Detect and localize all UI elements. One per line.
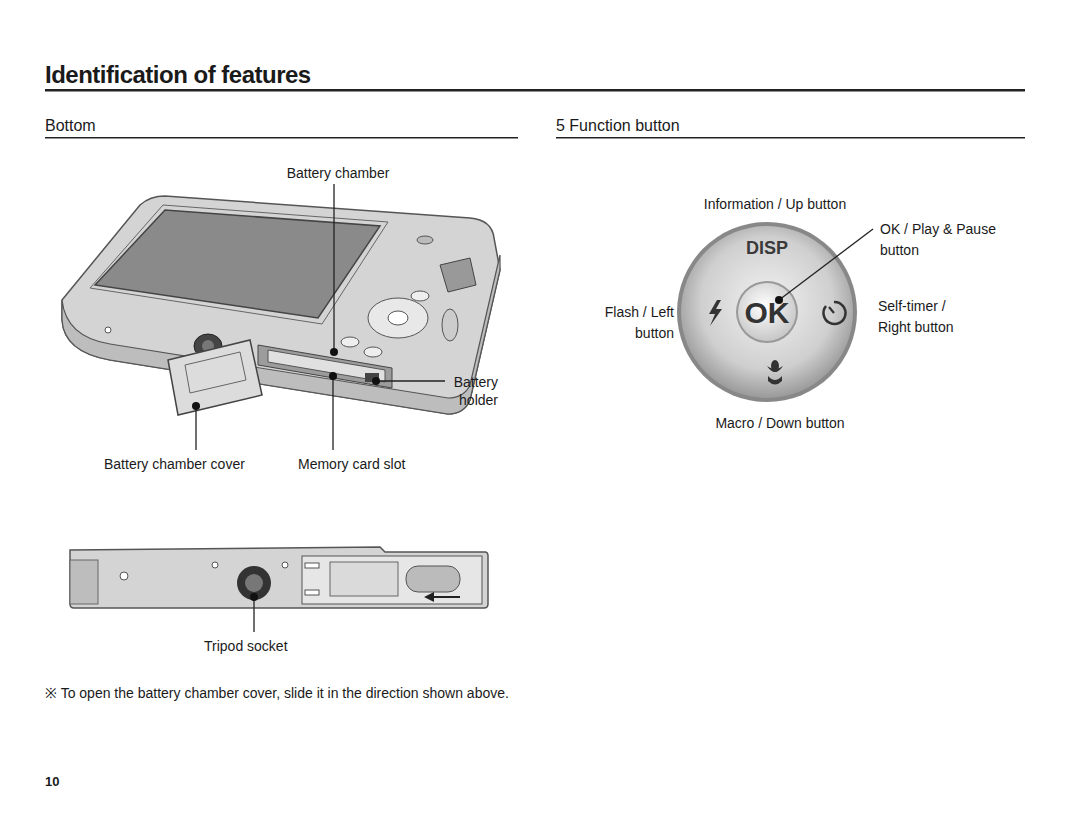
section-heading: 5 Function button	[556, 116, 680, 136]
part-label: Memory card slot	[298, 455, 405, 473]
note: ※ To open the battery chamber cover, sli…	[45, 682, 526, 704]
part-label: Macro / Down button	[680, 414, 880, 432]
button-text: DISP	[727, 237, 807, 259]
page-title: Identification of features	[45, 60, 311, 90]
part-label: OK / Play & Pause button	[880, 219, 1020, 261]
part-label: Flash / Left button	[592, 302, 674, 344]
button-text: OK	[727, 297, 807, 329]
section-heading: Bottom	[45, 116, 96, 136]
part-label: Tripod socket	[204, 637, 288, 655]
part-label: Information / Up button	[675, 195, 875, 213]
page-number: 10	[45, 773, 59, 791]
part-label: Battery chamber cover	[104, 455, 245, 473]
part-label: Battery chamber	[258, 164, 418, 182]
part-label: Self-timer / Right button	[878, 296, 973, 338]
part-label: Battery holder	[436, 373, 498, 409]
